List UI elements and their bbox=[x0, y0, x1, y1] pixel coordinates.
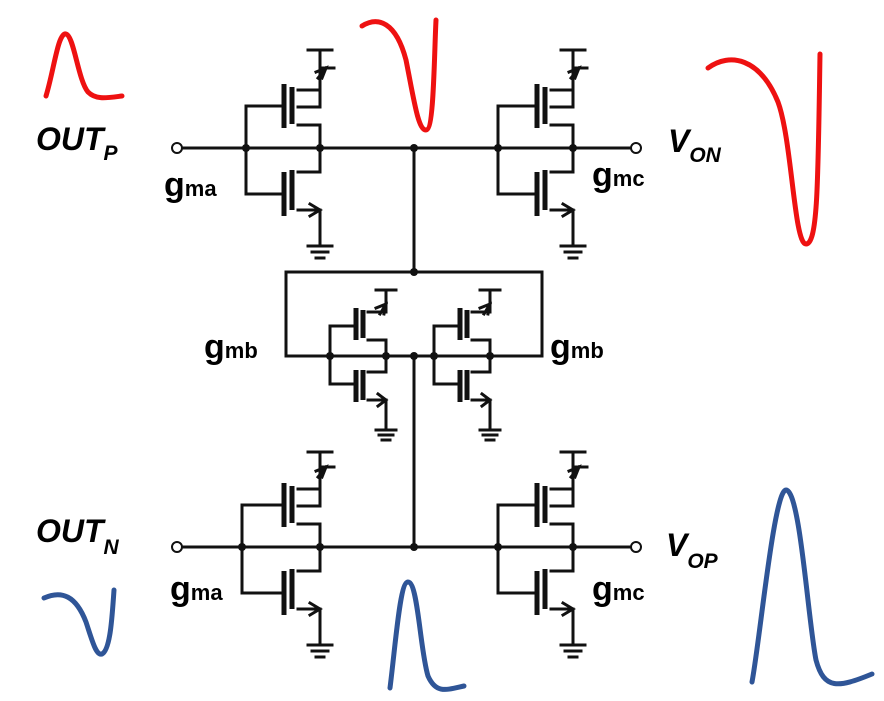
gmc-top-cell bbox=[496, 48, 589, 260]
gma-bottom-cell bbox=[240, 450, 336, 659]
v-on-terminal bbox=[630, 142, 642, 154]
gmb-right-cell bbox=[432, 288, 502, 442]
v-op-terminal bbox=[630, 541, 642, 553]
bottom-center-waveform bbox=[387, 579, 467, 692]
gma-top-cell bbox=[244, 48, 336, 260]
v-on-label: VON bbox=[668, 123, 722, 167]
out-n-waveform bbox=[41, 587, 117, 657]
gmc-top-label: gmc bbox=[592, 156, 645, 194]
gmb-left-label: gmb bbox=[204, 328, 258, 366]
gma-bottom-label: gma bbox=[170, 570, 223, 608]
out-p-waveform bbox=[43, 31, 125, 101]
out-n-terminal bbox=[171, 541, 183, 553]
v-op-label: VOP bbox=[666, 527, 719, 573]
gmb-right-label: gmb bbox=[550, 328, 604, 366]
gmc-bottom-label: gmc bbox=[592, 570, 645, 608]
out-p-terminal bbox=[171, 142, 183, 154]
gmc-bottom-cell bbox=[496, 450, 589, 659]
top-center-waveform bbox=[359, 17, 439, 133]
gmb-left-cell bbox=[328, 288, 398, 442]
v-on-waveform bbox=[705, 51, 823, 247]
out-n-label: OUTN bbox=[36, 513, 120, 559]
v-op-waveform bbox=[749, 487, 875, 687]
gma-top-label: gma bbox=[164, 166, 217, 204]
out-p-label: OUTP bbox=[36, 121, 119, 165]
